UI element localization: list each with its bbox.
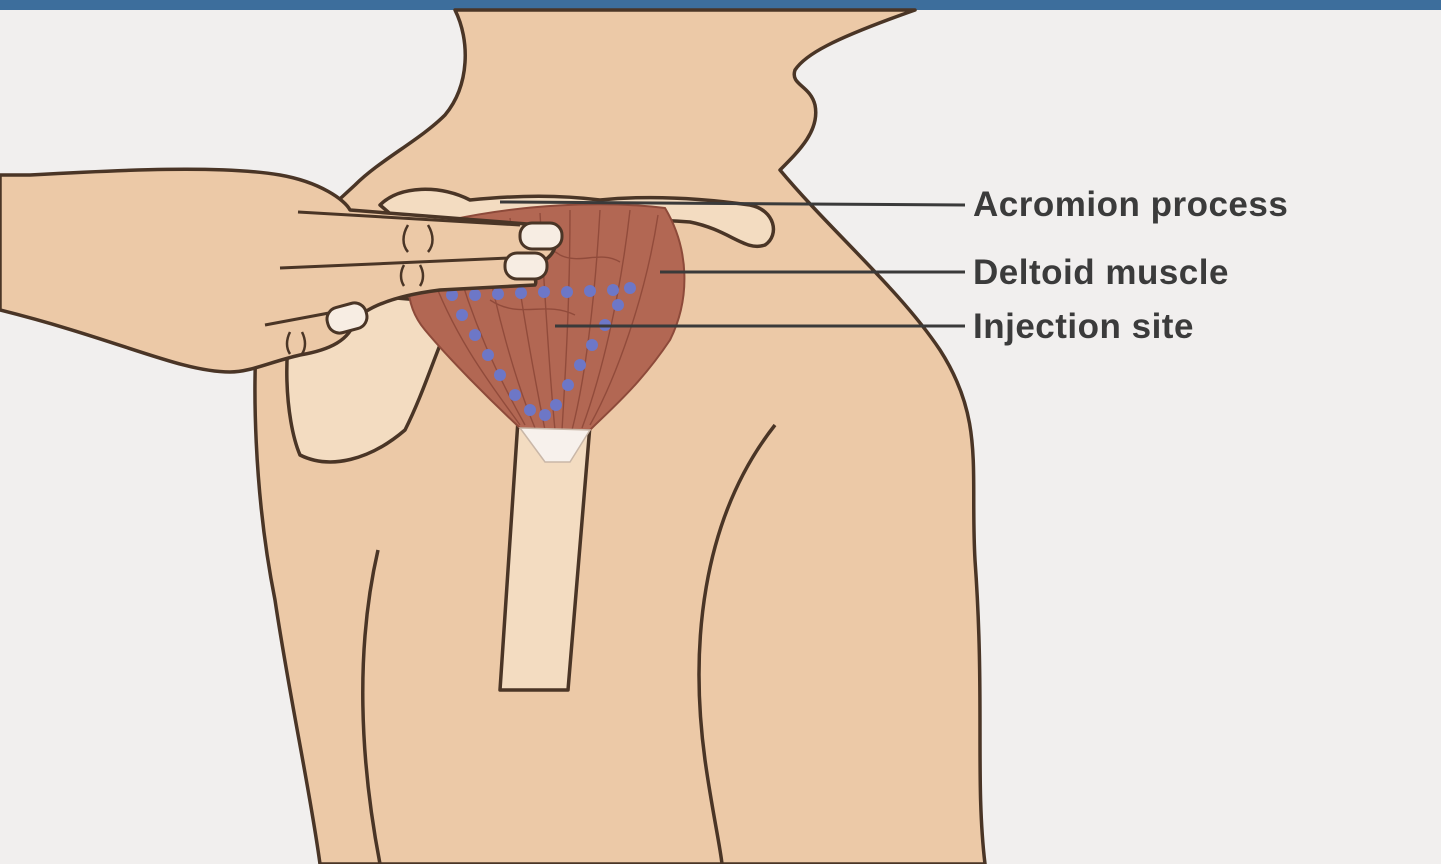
- label-acromion-process: Acromion process: [973, 185, 1288, 225]
- label-injection-site: Injection site: [973, 307, 1194, 347]
- label-deltoid-muscle: Deltoid muscle: [973, 253, 1229, 293]
